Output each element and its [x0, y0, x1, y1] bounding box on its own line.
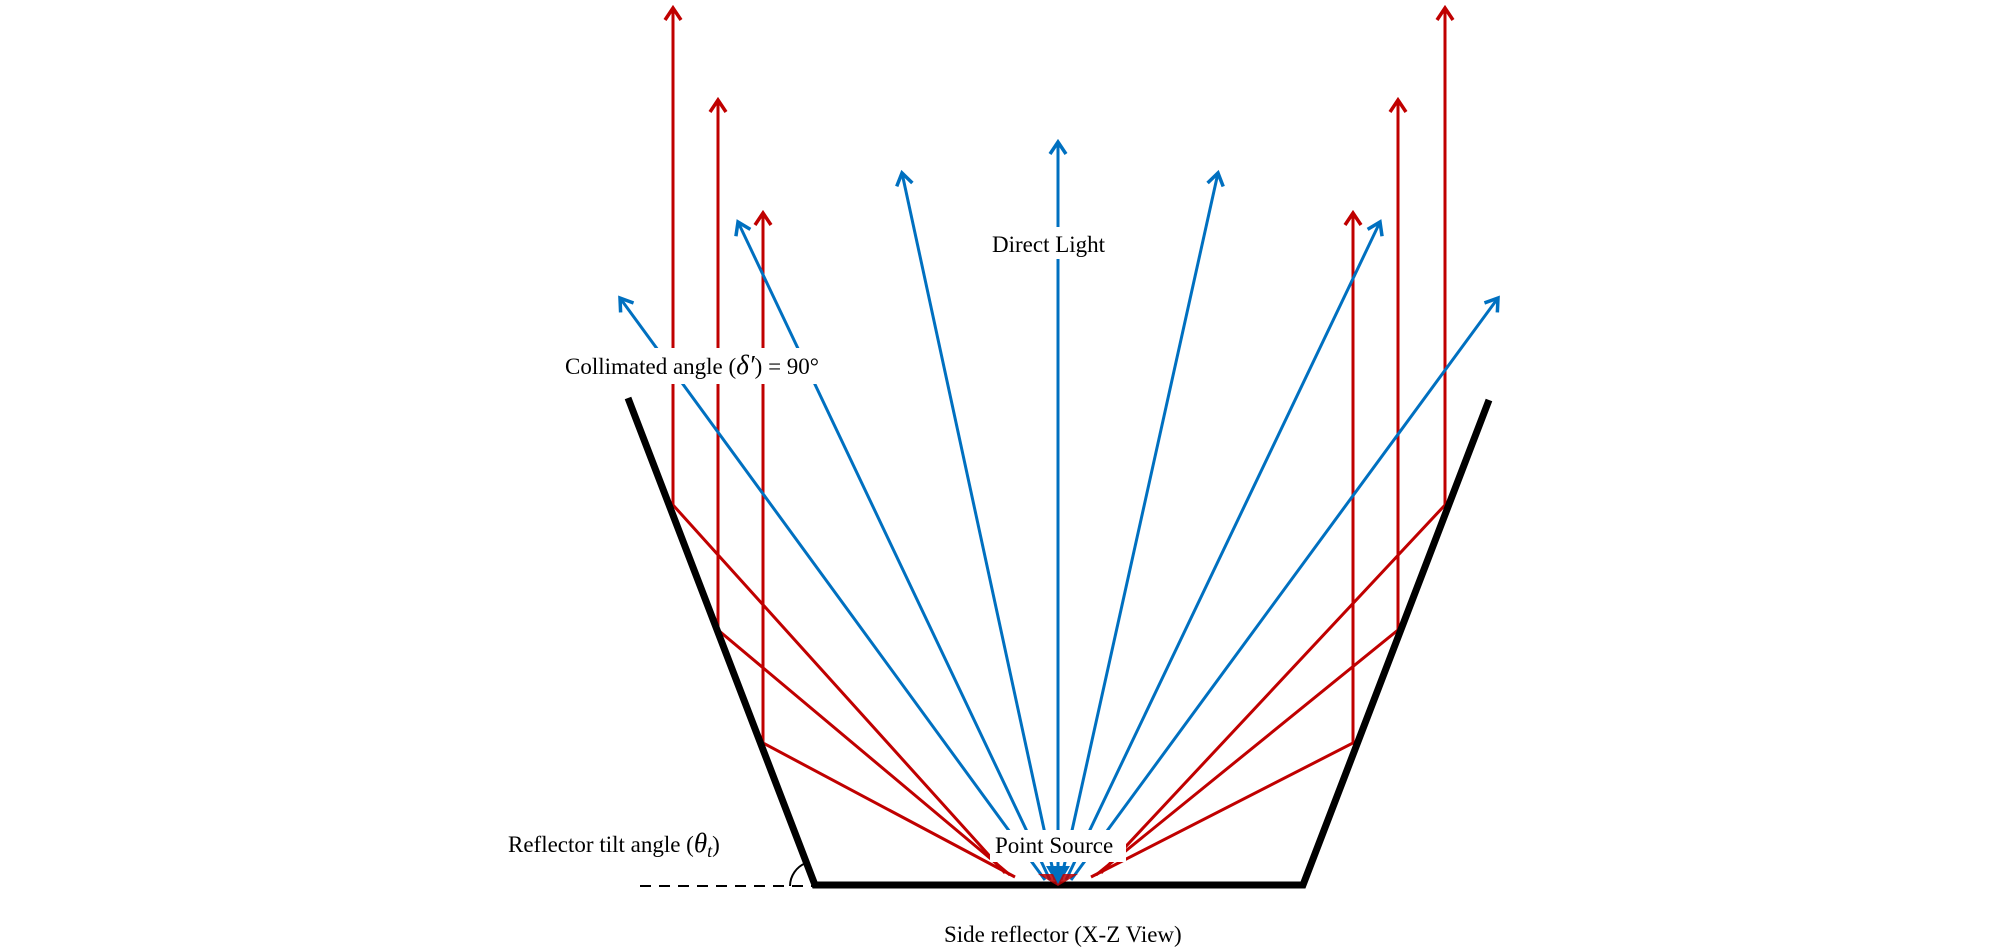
collimated-angle-prefix: Collimated angle (: [565, 354, 736, 379]
reflected-ray-right-3: [1090, 209, 1363, 879]
point-source-label: Point Source: [995, 833, 1113, 858]
diagram-caption: Side reflector (X-Z View): [944, 922, 1182, 947]
collimated-angle-suffix: ) = 90°: [755, 354, 819, 379]
direct-ray-left-inner: [895, 169, 1057, 881]
tilt-angle-arc: [789, 862, 807, 887]
tilt-angle-prefix: Reflector tilt angle (: [508, 832, 694, 857]
collimated-angle-label: Collimated angle (δ′) = 90°: [565, 350, 819, 380]
direct-ray-right-outer: [1069, 295, 1500, 881]
reflector-tilt-angle-label: Reflector tilt angle (θt): [508, 828, 720, 861]
collimated-angle-symbol: δ′: [736, 350, 756, 380]
tilt-angle-symbol: θ: [694, 828, 707, 858]
tilt-angle-suffix: ): [712, 832, 720, 857]
direct-ray-left-mid: [734, 219, 1052, 881]
direct-ray-right-mid: [1064, 219, 1384, 881]
reflected-ray-left-1: [663, 4, 1007, 875]
direct-ray-left-outer: [618, 295, 1047, 881]
direct-ray-right-inner: [1059, 169, 1225, 881]
direct-light-label: Direct Light: [992, 232, 1106, 257]
tilt-angle-subscript: t: [707, 841, 713, 861]
direct-rays: [618, 138, 1500, 881]
